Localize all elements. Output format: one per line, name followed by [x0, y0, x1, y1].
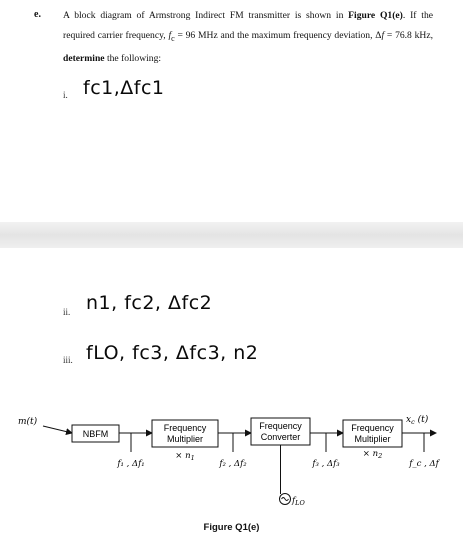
nbfm-label: NBFM — [83, 429, 109, 439]
multiplier-2-block — [342, 419, 403, 448]
multiplier-2-factor: × n2 — [363, 449, 382, 460]
multiplier-1-line1: Frequency — [164, 423, 207, 433]
figure-caption: Figure Q1(e) — [203, 522, 260, 533]
question-label: e. — [34, 9, 41, 20]
figure-reference: Figure Q1(e) — [348, 10, 403, 21]
converter-line1: Frequency — [259, 421, 302, 431]
multiplier-1-factor: × n1 — [175, 451, 194, 462]
multiplier-1-line2: Multiplier — [167, 434, 203, 444]
tap-2-label: f₂ , Δf₂ — [218, 459, 247, 469]
part-iii-handwritten-answer: fLO, fc3, Δfc3, n2 — [86, 342, 259, 364]
multiplier-1-block — [151, 419, 219, 448]
multiplier-2-line1: Frequency — [351, 423, 394, 433]
tap-4-label: f_c , Δf — [408, 459, 440, 469]
local-oscillator-label: fLO — [291, 496, 305, 507]
input-signal-label: m(t) — [18, 416, 38, 427]
converter-line2: Converter — [261, 432, 301, 442]
part-i-handwritten-answer: fc1,Δfc1 — [83, 77, 165, 99]
part-ii-handwritten-answer: n1, fc2, Δfc2 — [86, 292, 213, 314]
part-i-numeral: i. — [63, 90, 68, 100]
page-divider — [0, 222, 463, 248]
multiplier-2-line2: Multiplier — [354, 434, 390, 444]
part-iii-numeral: iii. — [63, 355, 73, 365]
tap-1-label: f₁ , Δf₁ — [116, 459, 144, 469]
input-arrow — [42, 425, 73, 435]
part-ii-numeral: ii. — [63, 307, 71, 317]
block-diagram: m(t) NBFM f₁ , Δf₁ Frequency Multiplier … — [18, 414, 441, 507]
output-signal-label: xc (t) — [406, 414, 429, 426]
determine-keyword: determine — [63, 52, 105, 64]
converter-block — [250, 417, 311, 446]
question-text: A block diagram of Armstrong Indirect FM… — [63, 10, 434, 64]
tap-3-label: f₃ , Δf₃ — [311, 459, 340, 469]
